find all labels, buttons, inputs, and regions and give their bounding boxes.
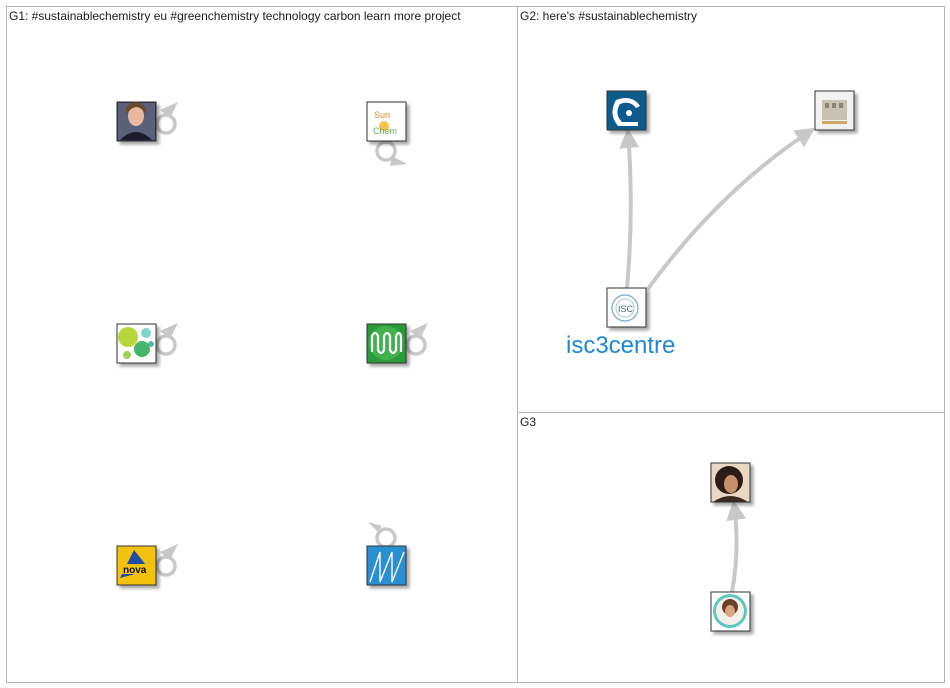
sunchem-logo-text-chem: Chem (373, 126, 397, 136)
node-g2-building[interactable] (815, 91, 854, 130)
edge-g3-bottom-to-top (732, 504, 737, 592)
sunchem-logo-text-sun: Sun (374, 110, 390, 120)
node-g2-isc3[interactable]: ISC (607, 288, 646, 327)
node-g3-top[interactable] (711, 463, 750, 502)
isc3-logo-text: ISC (618, 304, 634, 314)
node-g1-bubbles[interactable] (117, 324, 156, 363)
woman-portrait-icon (118, 102, 155, 140)
node-g1-coil[interactable] (367, 324, 406, 363)
node-g1-person[interactable] (117, 102, 156, 141)
nova-logo-text: nova (123, 565, 147, 576)
self-loop-g1-bubbles (157, 323, 178, 354)
self-loop-g1-nova (157, 544, 178, 575)
self-loop-g1-person (157, 102, 178, 133)
self-loop-g1-sunchem (377, 142, 407, 166)
node-label-isc3centre: isc3centre (566, 332, 675, 359)
node-g1-blue[interactable] (367, 546, 406, 585)
green-coil-icon (369, 326, 403, 360)
node-g3-bottom[interactable] (711, 592, 750, 631)
self-loop-g1-coil (407, 323, 428, 354)
node-g1-sunchem[interactable]: Sun Chem (367, 102, 406, 141)
node-g1-nova[interactable]: nova (117, 546, 156, 585)
edge-isc3-to-building (647, 130, 812, 290)
isc3-logo-icon: ISC (612, 295, 638, 321)
edge-isc3-to-lab (627, 132, 631, 288)
woman-circle-portrait-icon (713, 594, 747, 628)
self-loop-g1-blue (368, 522, 395, 547)
node-g2-lab[interactable] (607, 91, 646, 130)
